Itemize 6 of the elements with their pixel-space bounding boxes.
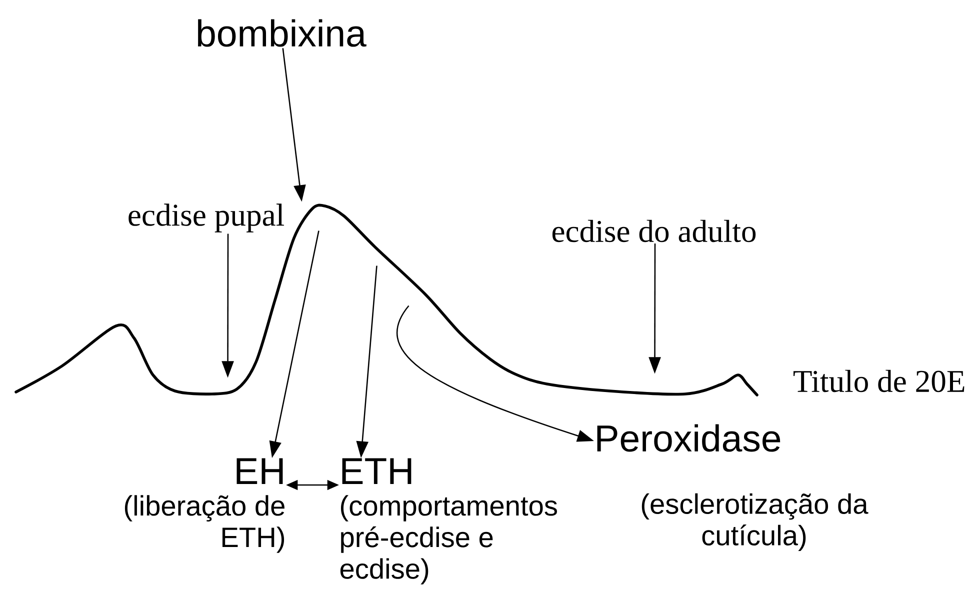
hormone-label: ETH (comportamentos pré-ecdise e ecdise) [340,458,557,584]
hormone-label: EH (liberação de ETH) [124,458,284,553]
curve-label: Titulo de 20E [794,370,964,392]
hormone-label: Peroxidase (esclerotização da cutícula) [597,424,868,552]
curve-drawing [14,204,758,396]
label-text: bombixina [198,19,366,47]
